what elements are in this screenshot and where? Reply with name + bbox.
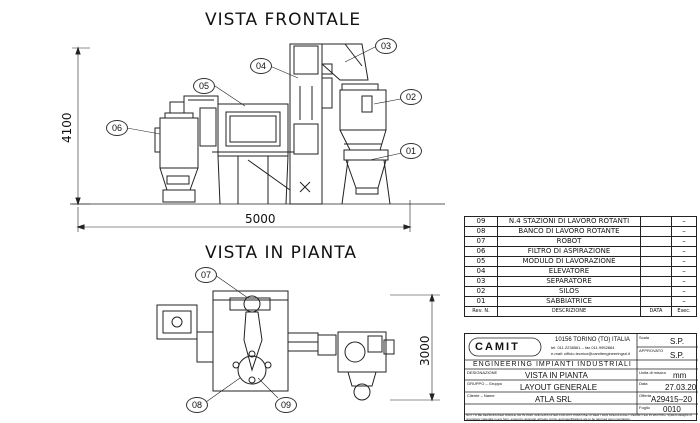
silos-plan [337,331,395,401]
company-phone: tel. 011.2238561 – fax 011.9952864 [551,345,615,350]
date-value: 27.03.20 [665,383,697,392]
filter-unit-plan [156,304,214,363]
callout-06: 06 [106,120,128,136]
date-label: Data [639,381,648,386]
company-email: e-mail: ufficio.tecnico@camitengineering… [551,351,631,356]
designation-label: DESIGNAZIONE [467,370,498,375]
disclaimer-text: NOT TO BE REPRODUCED WHOLE OR IN PART AN… [466,414,692,421]
silos-front [339,89,387,151]
callout-04: 04 [250,58,272,74]
designation-value: VISTA IN PIANTA [525,371,588,380]
front-view-title: VISTA FRONTALE [205,10,362,30]
blasting-machine-front [341,149,391,205]
approved-label: APPROVATO [639,348,664,353]
scale-label: Scala [639,335,650,340]
client-value: ATLA SRL [535,395,572,404]
units-label: Unita di misura [639,370,666,375]
client-label: Cliente – Name [467,393,495,398]
callout-08: 08 [186,397,208,413]
processing-module-front [199,103,294,205]
plan-view-title: VISTA IN PIANTA [205,243,357,263]
order-value: A29415–20 [651,395,692,404]
callout-01: 01 [400,143,422,159]
front-height-dimension: 4100 [60,112,74,143]
callout-09: 09 [275,397,297,413]
plan-depth-dimension: 3000 [418,335,432,366]
sheet-value: 0010 [663,405,681,414]
units-value: mm [673,371,687,380]
title-block-grid [465,334,698,415]
callout-02: 02 [400,89,422,105]
plan-view [156,274,440,403]
parts-list-header: Rev. N. DESCRIZIONE DATA Esec. [464,306,697,317]
title-block: CAMIT ENGINEERING IMPIANTI INDUSTRIALI 1… [464,333,698,421]
callout-05: 05 [193,78,215,94]
approved-value: S.P. [670,351,685,360]
callout-07: 07 [195,267,217,283]
scale-value: S.P. [670,337,685,346]
processing-module-plan [212,290,289,392]
company-logo: CAMIT [475,341,520,353]
group-value: LAYOUT GENERALE [520,383,598,392]
front-width-dimension: 5000 [245,212,276,226]
callout-03: 03 [375,38,397,54]
filter-unit-front [154,101,199,203]
sheet-label: Foglio [639,405,650,410]
elevator-front [289,43,333,205]
front-view [70,43,445,232]
separator-front [321,43,379,91]
company-address: 10156 TORINO (TO) ITALIA [555,337,630,343]
company-tagline: ENGINEERING IMPIANTI INDUSTRIALI [473,361,632,368]
group-label: GRUPPO – Gruppo [467,381,503,386]
order-label: Offerta [639,393,652,398]
